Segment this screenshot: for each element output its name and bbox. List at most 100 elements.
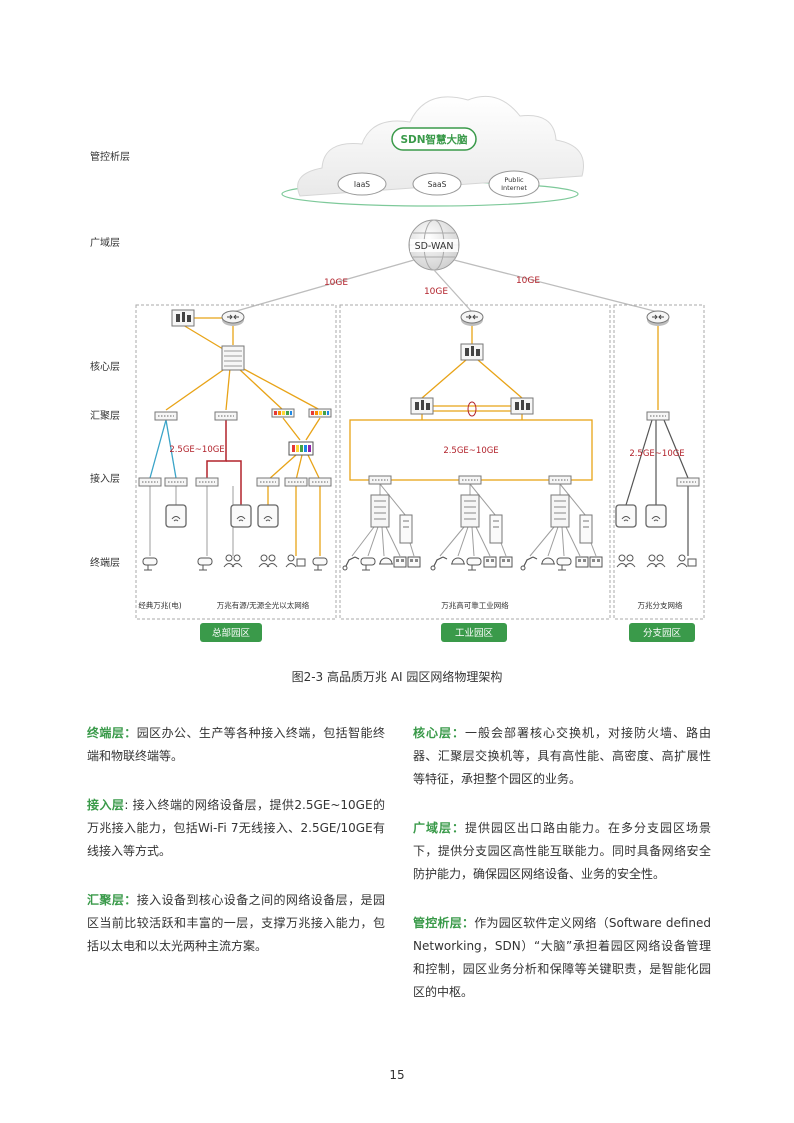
layer-label-aggregation: 汇聚层 — [90, 409, 120, 422]
zone-tag-hq-label: 总部园区 — [212, 627, 251, 639]
layer-label-core: 核心层 — [90, 360, 120, 373]
layer-label-wan: 广域层 — [90, 236, 120, 249]
desc-access-layer: : 接入终端的网络设备层，提供2.5GE~10GE的万兆接入能力，包括Wi-Fi… — [87, 798, 385, 858]
cabinet-icon — [579, 514, 593, 544]
public-internet-bubble — [488, 170, 540, 198]
paragraph-access-layer: 接入层: 接入终端的网络设备层，提供2.5GE~10GE的万兆接入能力，包括Wi… — [87, 794, 385, 863]
link-label-left: 10GE — [324, 278, 348, 288]
desc-terminal-layer: 园区办公、生产等各种接入终端，包括智能终端和物联终端等。 — [87, 726, 385, 763]
camera-icon — [197, 557, 213, 571]
router-icon — [221, 310, 245, 327]
link-label-middle: 10GE — [424, 287, 448, 297]
switch-icon — [195, 477, 219, 487]
user-group-icon — [616, 554, 636, 568]
control-panel-icon — [483, 556, 497, 568]
internet-label: Internet — [501, 184, 527, 192]
zone-tag-industrial-label: 工业园区 — [455, 628, 494, 639]
user-group-icon — [258, 554, 278, 568]
user-group-icon — [223, 554, 243, 568]
industrial-switch-icon — [370, 494, 390, 528]
zone-tag-industrial — [441, 623, 507, 642]
zone-note-hq-optical: 万兆有源/无源全光以太网络 — [217, 600, 310, 610]
switch-icon — [368, 475, 392, 485]
paragraph-aggregation-layer: 汇聚层：接入设备到核心设备之间的网络设备层，是园区当前比较活跃和丰富的一层，支撑… — [87, 889, 385, 958]
switch-icon — [458, 475, 482, 485]
switch-icon — [548, 475, 572, 485]
firewall-icon — [171, 309, 195, 327]
dome-camera-icon — [378, 557, 394, 565]
desc-wan-layer: 提供园区出口路由能力。在多分支园区场景下，提供分支园区高性能互联能力。同时具备网… — [413, 821, 711, 881]
cabinet-icon — [399, 514, 413, 544]
public-label: Public — [504, 176, 524, 184]
switch-icon — [154, 411, 178, 421]
right-column: 核心层：一般会部署核心交换机，对接防火墙、路由器、汇聚层交换机等，具有高性能、高… — [413, 722, 711, 1030]
router-icon — [460, 310, 484, 327]
camera-icon — [556, 557, 572, 571]
zone-note-hq-classic: 经典万兆(电) — [138, 600, 181, 610]
iaas-label: IaaS — [354, 180, 370, 189]
optical-splitter-icon — [288, 441, 314, 456]
industrial-switch-icon — [550, 494, 570, 528]
zone-note-branch: 万兆分支网络 — [638, 600, 683, 610]
access-point-icon — [615, 504, 637, 528]
access-point-icon — [230, 504, 252, 528]
switch-icon — [284, 477, 308, 487]
hq-teal-links — [149, 419, 177, 479]
sdn-brain-label: SDN智慧大脑 — [400, 133, 468, 146]
switch-icon — [164, 477, 188, 487]
cabinet-icon — [489, 514, 503, 544]
switch-icon — [646, 411, 670, 421]
link-label-right: 10GE — [516, 276, 540, 286]
desc-core-layer: 一般会部署核心交换机，对接防火墙、路由器、汇聚层交换机等，具有高性能、高密度、高… — [413, 726, 711, 786]
term-management-layer: 管控析层： — [413, 916, 475, 930]
router-icon — [646, 310, 670, 327]
user-group-icon — [646, 554, 666, 568]
control-panel-icon — [393, 556, 407, 568]
switch-icon — [676, 477, 700, 487]
paragraph-management-layer: 管控析层：作为园区软件定义网络（Software defined Network… — [413, 912, 711, 1004]
core-switch-icon — [221, 345, 245, 371]
access-point-icon — [257, 504, 279, 528]
link-aggregation-mark — [467, 401, 477, 417]
control-panel-icon — [499, 556, 513, 568]
zone-tag-branch-label: 分支园区 — [643, 627, 682, 639]
saas-bubble — [412, 172, 462, 196]
wan-links — [232, 259, 659, 313]
switch-icon — [256, 477, 280, 487]
desc-aggregation-layer: 接入设备到核心设备之间的网络设备层，是园区当前比较活跃和丰富的一层，支撑万兆接入… — [87, 893, 385, 953]
switch-icon — [308, 408, 332, 418]
control-panel-icon — [575, 556, 589, 568]
speed-label-industrial: 2.5GE~10GE — [443, 446, 498, 456]
speed-label-branch: 2.5GE~10GE — [629, 449, 684, 459]
access-point-icon — [165, 504, 187, 528]
firewall-icon — [410, 397, 434, 415]
network-architecture-diagram: 管控析层 广域层 核心层 汇聚层 接入层 终端层 SDN智慧大脑 IaaS Sa… — [90, 96, 705, 642]
zone-box-hq — [135, 304, 337, 620]
paragraph-core-layer: 核心层：一般会部署核心交换机，对接防火墙、路由器、汇聚层交换机等，具有高性能、高… — [413, 722, 711, 791]
control-panel-icon — [407, 556, 421, 568]
hq-red-links — [206, 420, 242, 505]
term-access-layer: 接入层 — [87, 798, 125, 812]
robot-arm-icon — [520, 556, 538, 571]
layer-label-terminal: 终端层 — [90, 556, 120, 569]
zone-tag-hq — [200, 623, 262, 642]
desc-management-layer: 作为园区软件定义网络（Software defined Networking，S… — [413, 916, 711, 999]
camera-icon — [466, 557, 482, 571]
zone-tag-branch — [629, 623, 695, 642]
saas-label: SaaS — [428, 180, 447, 189]
pc-icon — [285, 554, 306, 568]
access-point-icon — [645, 504, 667, 528]
switch-icon — [214, 411, 238, 421]
robot-arm-icon — [342, 556, 360, 571]
dome-camera-icon — [540, 557, 556, 565]
industrial-switch-icon — [460, 494, 480, 528]
figure-caption: 图2-3 高品质万兆 AI 园区网络物理架构 — [291, 670, 503, 684]
zone-note-industrial: 万兆高可靠工业网络 — [441, 600, 509, 610]
term-core-layer: 核心层： — [413, 726, 465, 740]
speed-label-hq: 2.5GE~10GE — [169, 445, 224, 455]
camera-icon — [360, 557, 376, 571]
camera-icon — [142, 557, 158, 571]
left-column: 终端层：园区办公、生产等各种接入终端，包括智能终端和物联终端等。 接入层: 接入… — [87, 722, 385, 984]
sdn-brain-badge — [391, 127, 477, 151]
sdwan-label: SD-WAN — [415, 241, 454, 252]
